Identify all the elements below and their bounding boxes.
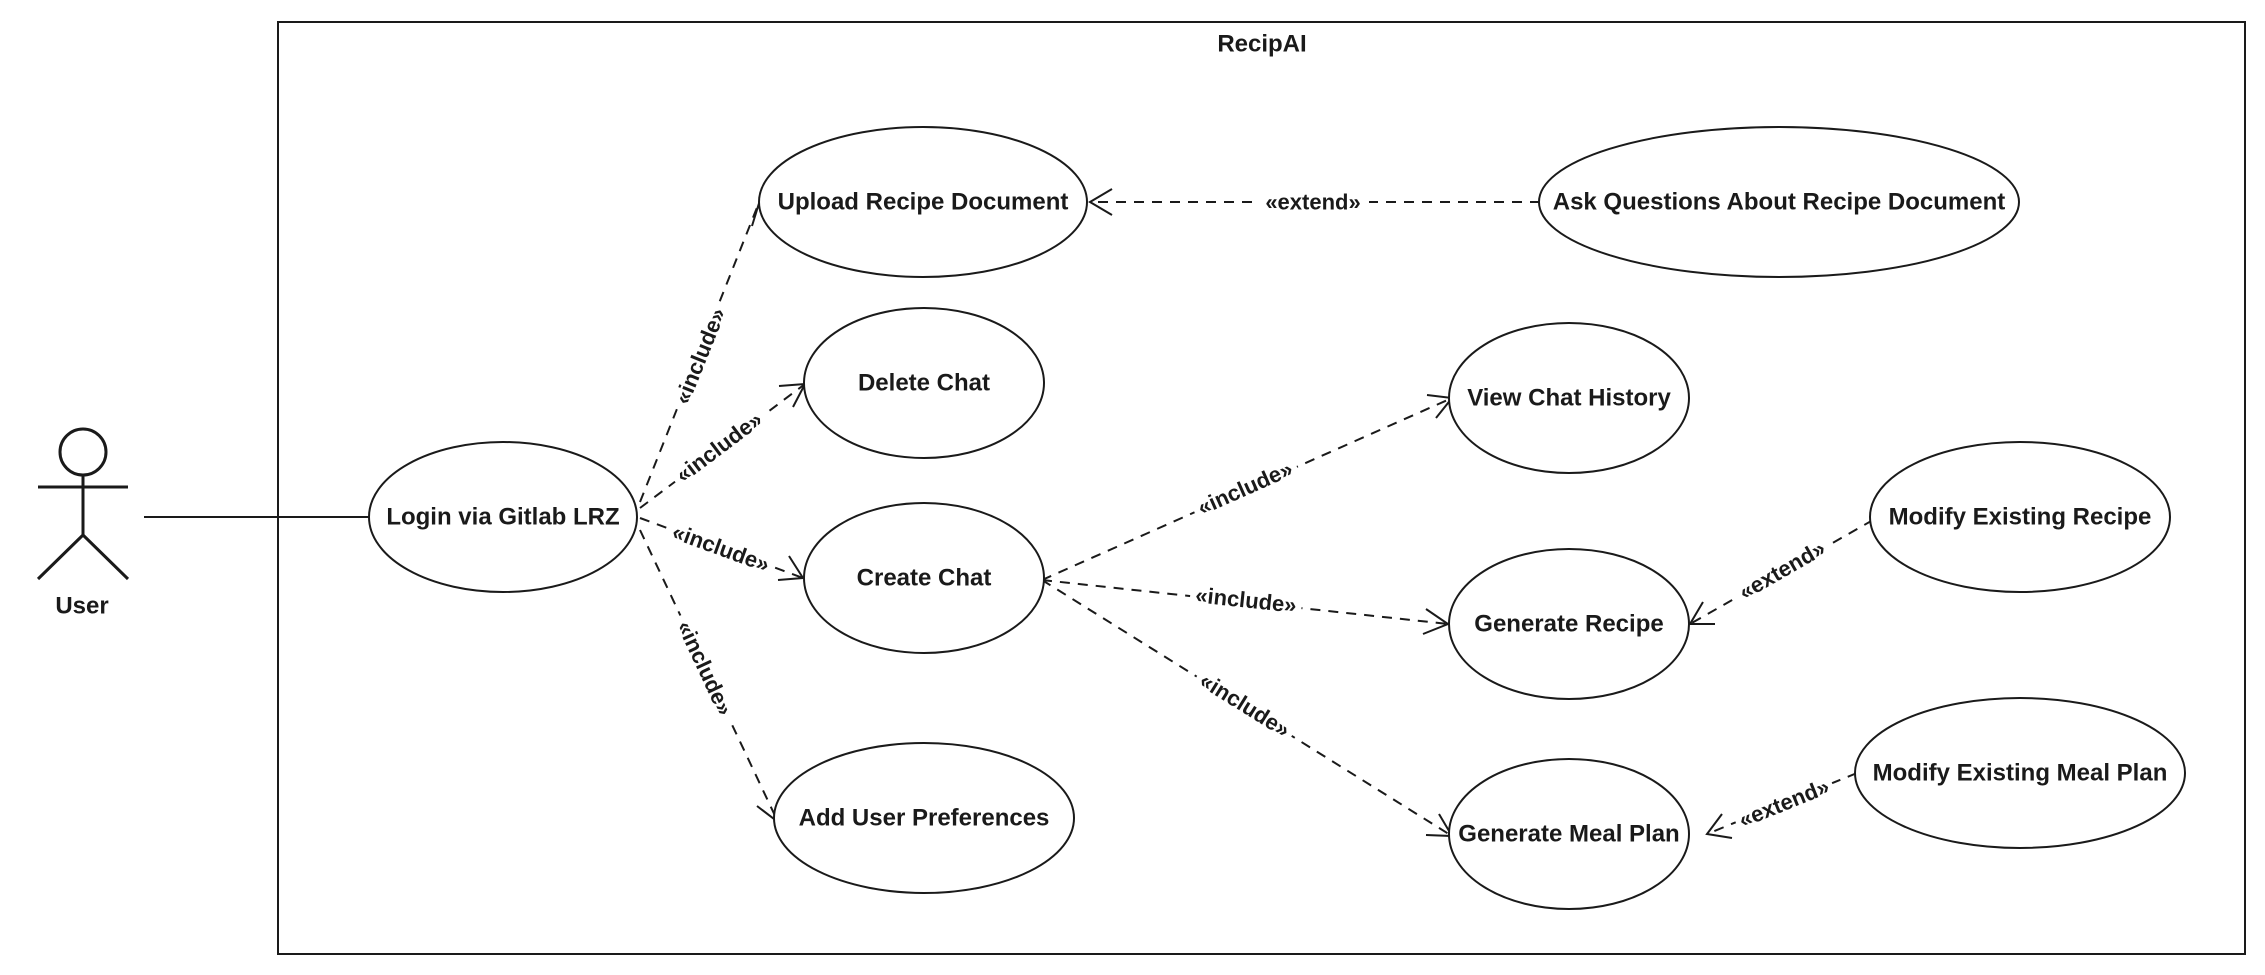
include-label-generate-recipe-bg: [1188, 579, 1304, 621]
use-case-generate-meal-plan[interactable]: Generate Meal Plan: [1448, 758, 1690, 910]
use-case-generate-meal-plan-label: Generate Meal Plan: [1458, 821, 1679, 848]
use-case-login-shape: [368, 441, 638, 593]
include-line-create: [639, 517, 804, 579]
use-case-history-shape: [1448, 322, 1690, 474]
include-label-generate-meal-plan-bg: [1189, 662, 1301, 748]
use-case-upload-shape: [758, 126, 1088, 278]
include-label-delete-bg: [665, 401, 773, 493]
use-case-generate-recipe-shape: [1448, 548, 1690, 700]
use-case-history[interactable]: View Chat History: [1448, 322, 1690, 474]
use-case-create-shape: [803, 502, 1045, 654]
arrowhead-modify-meal-plan: [1705, 813, 1733, 839]
use-case-generate-meal-plan-shape: [1448, 758, 1690, 910]
include-label-history-bg: [1187, 451, 1303, 525]
use-case-modify-meal-plan-shape: [1854, 697, 2186, 849]
use-case-delete[interactable]: Delete Chat: [803, 307, 1045, 459]
extend-label-modify-meal-plan-bg: [1730, 769, 1838, 837]
use-case-upload[interactable]: Upload Recipe Document: [758, 126, 1088, 278]
actor-user[interactable]: User: [36, 427, 130, 620]
use-case-preferences-label: Add User Preferences: [799, 805, 1050, 832]
use-case-history-label: View Chat History: [1467, 385, 1671, 412]
use-case-ask-label: Ask Questions About Recipe Document: [1553, 189, 2006, 216]
actor-left-leg: [36, 533, 85, 581]
use-case-delete-shape: [803, 307, 1045, 459]
use-case-modify-meal-plan-label: Modify Existing Meal Plan: [1873, 760, 2168, 787]
use-case-ask-shape: [1538, 126, 2020, 278]
include-label-create-bg: [663, 514, 779, 582]
use-case-generate-recipe-label: Generate Recipe: [1474, 611, 1663, 638]
use-case-modify-recipe[interactable]: Modify Existing Recipe: [1869, 441, 2171, 593]
actor-right-leg: [81, 533, 130, 581]
extend-label-ask-group: «extend»: [1257, 187, 1369, 217]
use-case-generate-recipe[interactable]: Generate Recipe: [1448, 548, 1690, 700]
use-case-login[interactable]: Login via Gitlab LRZ: [368, 441, 638, 593]
include-label-preferences-bg: [666, 609, 744, 727]
extend-label-ask-bg: [1257, 187, 1369, 217]
use-case-login-label: Login via Gitlab LRZ: [386, 504, 619, 531]
system-title: RecipAI: [1217, 31, 1306, 58]
use-case-modify-recipe-shape: [1869, 441, 2171, 593]
use-case-modify-meal-plan[interactable]: Modify Existing Meal Plan: [1854, 697, 2186, 849]
use-case-preferences[interactable]: Add User Preferences: [773, 742, 1075, 894]
use-case-create[interactable]: Create Chat: [803, 502, 1045, 654]
extend-label-modify-recipe-bg: [1729, 531, 1835, 609]
use-case-upload-label: Upload Recipe Document: [778, 189, 1069, 216]
use-case-ask[interactable]: Ask Questions About Recipe Document: [1538, 126, 2020, 278]
arrowhead-ask: [1088, 188, 1113, 216]
use-case-delete-label: Delete Chat: [858, 370, 990, 397]
actor-label: User: [55, 593, 108, 620]
extend-label-ask: «extend»: [1265, 190, 1360, 215]
include-label-upload-bg: [664, 296, 736, 416]
use-case-create-label: Create Chat: [857, 565, 992, 592]
actor-head: [58, 427, 108, 477]
use-case-preferences-shape: [773, 742, 1075, 894]
use-case-modify-recipe-label: Modify Existing Recipe: [1889, 504, 2152, 531]
